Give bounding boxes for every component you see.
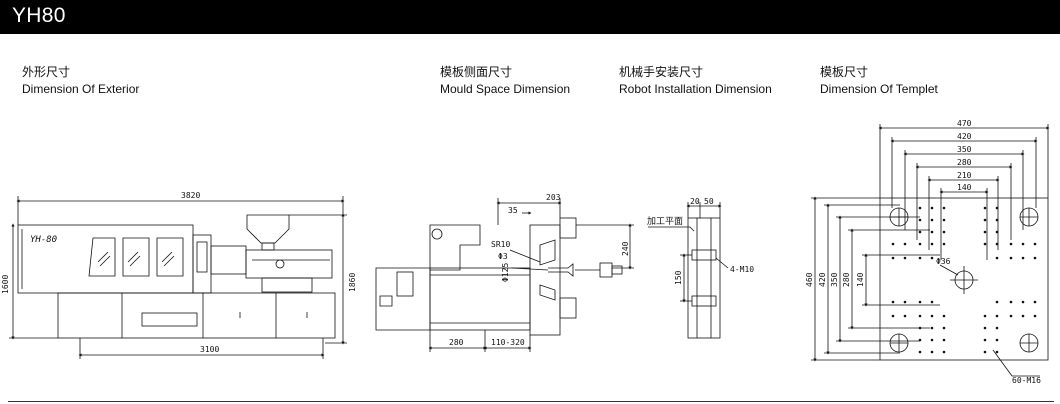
templet-h350-label: 350: [830, 272, 839, 287]
templet-w140-label: 140: [957, 183, 972, 192]
mould-sr10-label: SR10: [491, 240, 510, 249]
templet-center-hole-label: Φ36: [936, 257, 951, 266]
templet-h280-label: 280: [842, 272, 851, 287]
section-exterior-en: Dimension Of Exterior: [22, 82, 140, 96]
section-templet-heading: 模板尺寸 Dimension Of Templet: [820, 64, 938, 98]
exterior-drawing: [9, 196, 347, 359]
exterior-base-label: 3100: [200, 345, 219, 354]
mould-d35-label: 35: [508, 206, 518, 215]
bottom-divider: [8, 401, 1054, 402]
templet-w280-label: 280: [957, 158, 972, 167]
templet-h420-label: 420: [818, 272, 827, 287]
mould-phi3-label: Φ3: [498, 252, 508, 261]
section-robot-heading: 机械手安装尺寸 Robot Installation Dimension: [619, 64, 772, 98]
exterior-height-right-label: 1860: [348, 273, 357, 292]
exterior-model-label: YH-80: [30, 235, 57, 245]
mould-phi125-label: Φ125: [501, 263, 510, 282]
section-mould-en: Mould Space Dimension: [440, 82, 571, 96]
mould-d240-label: 240: [621, 241, 630, 256]
section-exterior-heading: 外形尺寸 Dimension Of Exterior: [22, 64, 139, 98]
templet-w350-label: 350: [957, 145, 972, 154]
section-templet-cn: 模板尺寸: [820, 65, 869, 79]
mould-d280-label: 280: [449, 338, 464, 347]
exterior-length-label: 3820: [181, 191, 200, 200]
section-templet-en: Dimension Of Templet: [820, 82, 938, 96]
section-mould-cn: 模板侧面尺寸: [440, 65, 513, 79]
mould-d110-320-label: 110-320: [491, 338, 525, 347]
section-mould-heading: 模板侧面尺寸 Mould Space Dimension: [440, 64, 570, 98]
templet-drawing: [811, 124, 1050, 377]
robot-plane-label: 加工平面: [647, 216, 683, 227]
templet-w210-label: 210: [957, 171, 972, 180]
robot-d20-label: 20: [690, 197, 700, 206]
mould-drawing: [375, 198, 634, 352]
templet-w420-label: 420: [957, 132, 972, 141]
templet-h460-label: 460: [805, 272, 814, 287]
templet-holes-label: 60-M16: [1012, 376, 1041, 385]
templet-h140-label: 140: [856, 272, 865, 287]
section-exterior-cn: 外形尺寸: [22, 65, 71, 79]
title-bar: YH80: [0, 0, 1060, 34]
robot-drawing: [648, 202, 729, 339]
exterior-height-left-label: 1600: [1, 275, 10, 294]
section-robot-en: Robot Installation Dimension: [619, 82, 772, 96]
robot-d50-label: 50: [704, 197, 714, 206]
model-title: YH80: [12, 4, 66, 27]
robot-thread-label: 4-M10: [730, 265, 754, 274]
robot-d150-label: 150: [674, 270, 683, 285]
section-robot-cn: 机械手安装尺寸: [619, 65, 704, 79]
templet-w470-label: 470: [957, 119, 972, 128]
mould-d203-label: 203: [546, 193, 561, 202]
templet-tapped-holes: [891, 206, 1037, 354]
